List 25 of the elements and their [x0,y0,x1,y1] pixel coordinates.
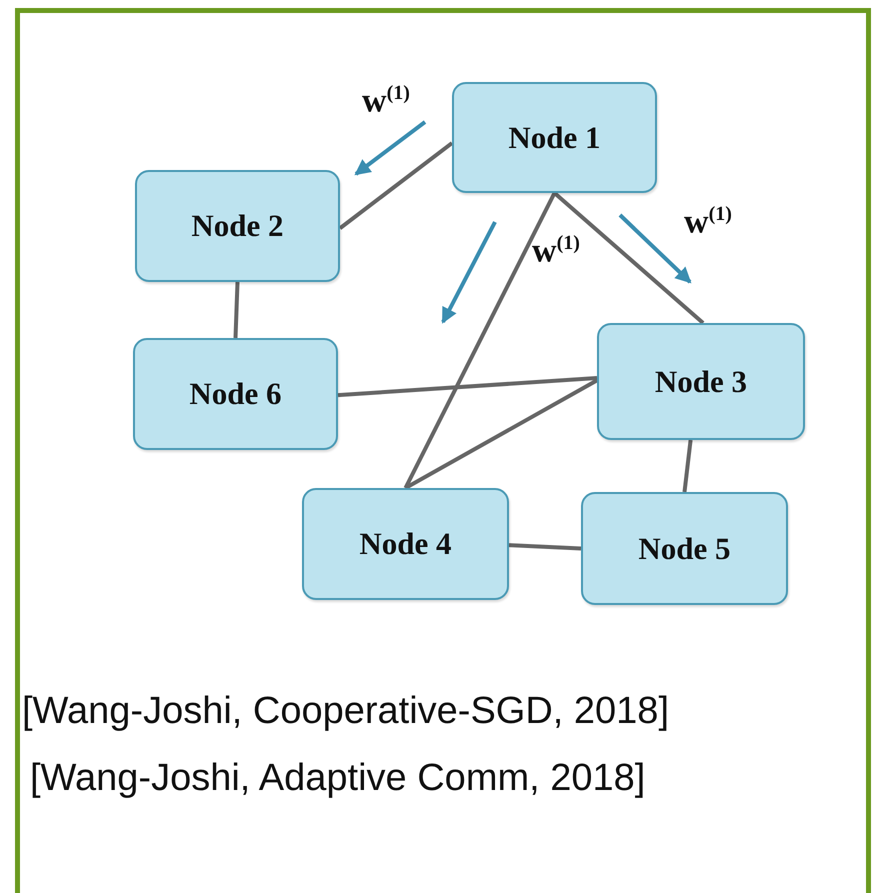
node-box [452,82,657,193]
node-box [581,492,788,605]
node-box [302,488,509,600]
connector-line [508,543,582,550]
weight-label: w$^{(1)}$ [684,203,732,242]
weight-label: w$^{(1)}$ [362,82,410,120]
node-label: Node 6 [189,376,282,412]
connector-line [553,192,704,324]
connector-line [682,440,693,492]
citation-text: [Wang-Joshi, Cooperative-SGD, 2018] [22,690,670,733]
node-label: Node 3 [654,364,748,400]
connector-line [404,378,598,490]
node-label: Node 5 [638,530,731,566]
connector-line [404,192,556,489]
node-label: Node 1 [508,120,601,156]
node-label: Node 4 [359,526,452,562]
weight-label: w$^{(1)}$ [532,232,580,270]
node-label: Node 2 [191,208,284,244]
connector-line [338,376,598,398]
node-box [133,338,338,450]
node-box [135,170,340,282]
node-box [597,323,805,440]
connector-line [338,141,454,230]
connector-line [234,282,240,338]
citation-text: [Wang-Joshi, Adaptive Comm, 2018] [30,757,646,800]
